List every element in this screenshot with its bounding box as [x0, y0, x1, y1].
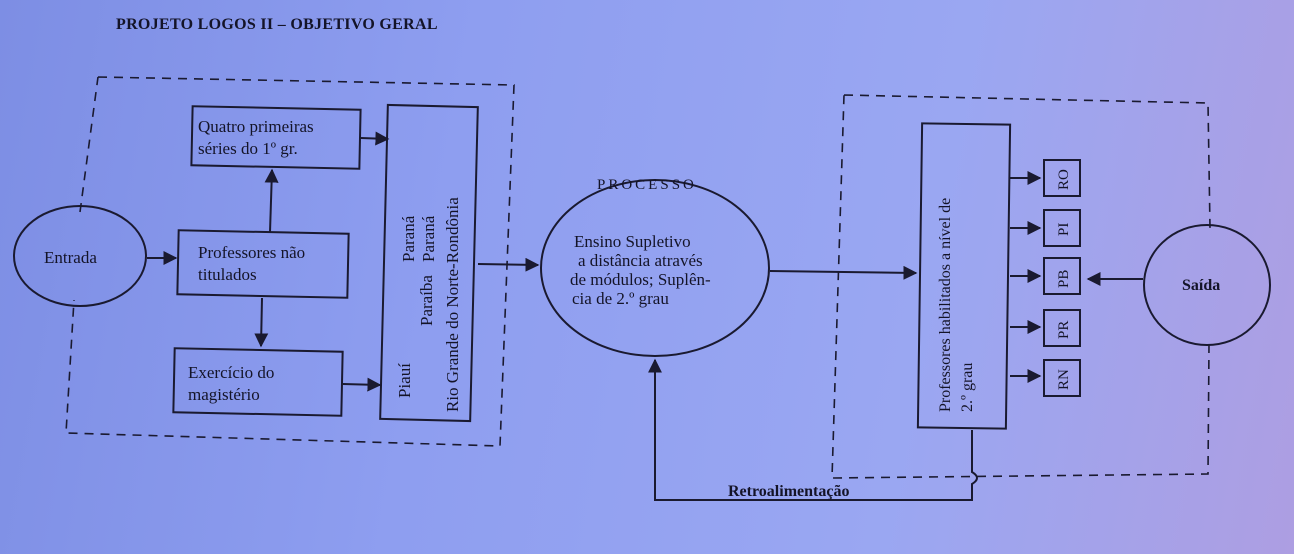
processo-label: PROCESSO	[597, 177, 697, 193]
habilitados-line1: Professores habilitados a nível de	[937, 198, 954, 412]
habilitados-line2: 2.º grau	[959, 363, 976, 412]
states-paraiba: Paraíba	[417, 275, 436, 326]
arrow-exercicio-states	[342, 377, 382, 392]
states-rio-grande-rondonia: Rio Grande do Norte-Rondônia	[443, 197, 462, 412]
exercicio-line1: Exercício do	[188, 363, 274, 382]
state-pb-label: PB	[1056, 270, 1072, 288]
states-box	[379, 103, 479, 423]
professores-habilitados-box	[916, 122, 1012, 430]
states-parana-1: Paraná	[399, 215, 418, 262]
exercicio-magisterio-box	[172, 347, 344, 417]
state-pi-label: PI	[1056, 223, 1072, 236]
state-pi: PI	[1010, 209, 1081, 247]
quatro-primeiras-line1: Quatro primeiras	[198, 117, 314, 136]
processo-line3: de módulos; Suplên-	[570, 270, 711, 289]
quatro-primeiras-box	[190, 105, 362, 170]
left-boundary	[65, 76, 515, 447]
saida-label: Saída	[1182, 277, 1220, 294]
arrow-processo-habilitados	[769, 265, 918, 280]
arrow-states-processo	[477, 257, 540, 272]
states-piaui: Piauí	[395, 363, 414, 398]
state-pb: PB	[1010, 257, 1081, 295]
processo-circle	[540, 179, 770, 357]
arrow-professores-exercicio	[254, 297, 269, 348]
arrow-professores-quatro	[264, 168, 279, 233]
states-parana-2: Paraná	[419, 215, 438, 262]
professores-nao-titulados-box	[176, 229, 350, 299]
quatro-primeiras-line2: séries do 1º gr.	[198, 139, 298, 158]
exercicio-line2: magistério	[188, 385, 260, 404]
processo-line1: Ensino Supletivo	[574, 232, 691, 251]
processo-line2: a distância através	[578, 251, 703, 270]
entrada-label: Entrada	[44, 248, 97, 267]
feedback-loop	[648, 358, 978, 501]
feedback-label: Retroalimentação	[728, 483, 849, 500]
state-ro-label: RO	[1056, 169, 1072, 190]
state-rn-label: RN	[1056, 369, 1072, 390]
state-pr: PR	[1010, 309, 1081, 347]
professores-line1: Professores não	[198, 243, 305, 262]
state-pr-label: PR	[1056, 321, 1072, 339]
arrow-quatro-states	[360, 131, 390, 146]
diagram-title: PROJETO LOGOS II – OBJETIVO GERAL	[116, 16, 438, 33]
state-ro: RO	[1010, 159, 1081, 197]
state-rn: RN	[1010, 359, 1081, 397]
professores-line2: titulados	[198, 265, 257, 284]
processo-line4: cia de 2.º grau	[572, 289, 669, 308]
right-boundary	[831, 94, 1211, 479]
saida-circle	[1143, 224, 1271, 346]
entrada-circle	[13, 205, 147, 307]
